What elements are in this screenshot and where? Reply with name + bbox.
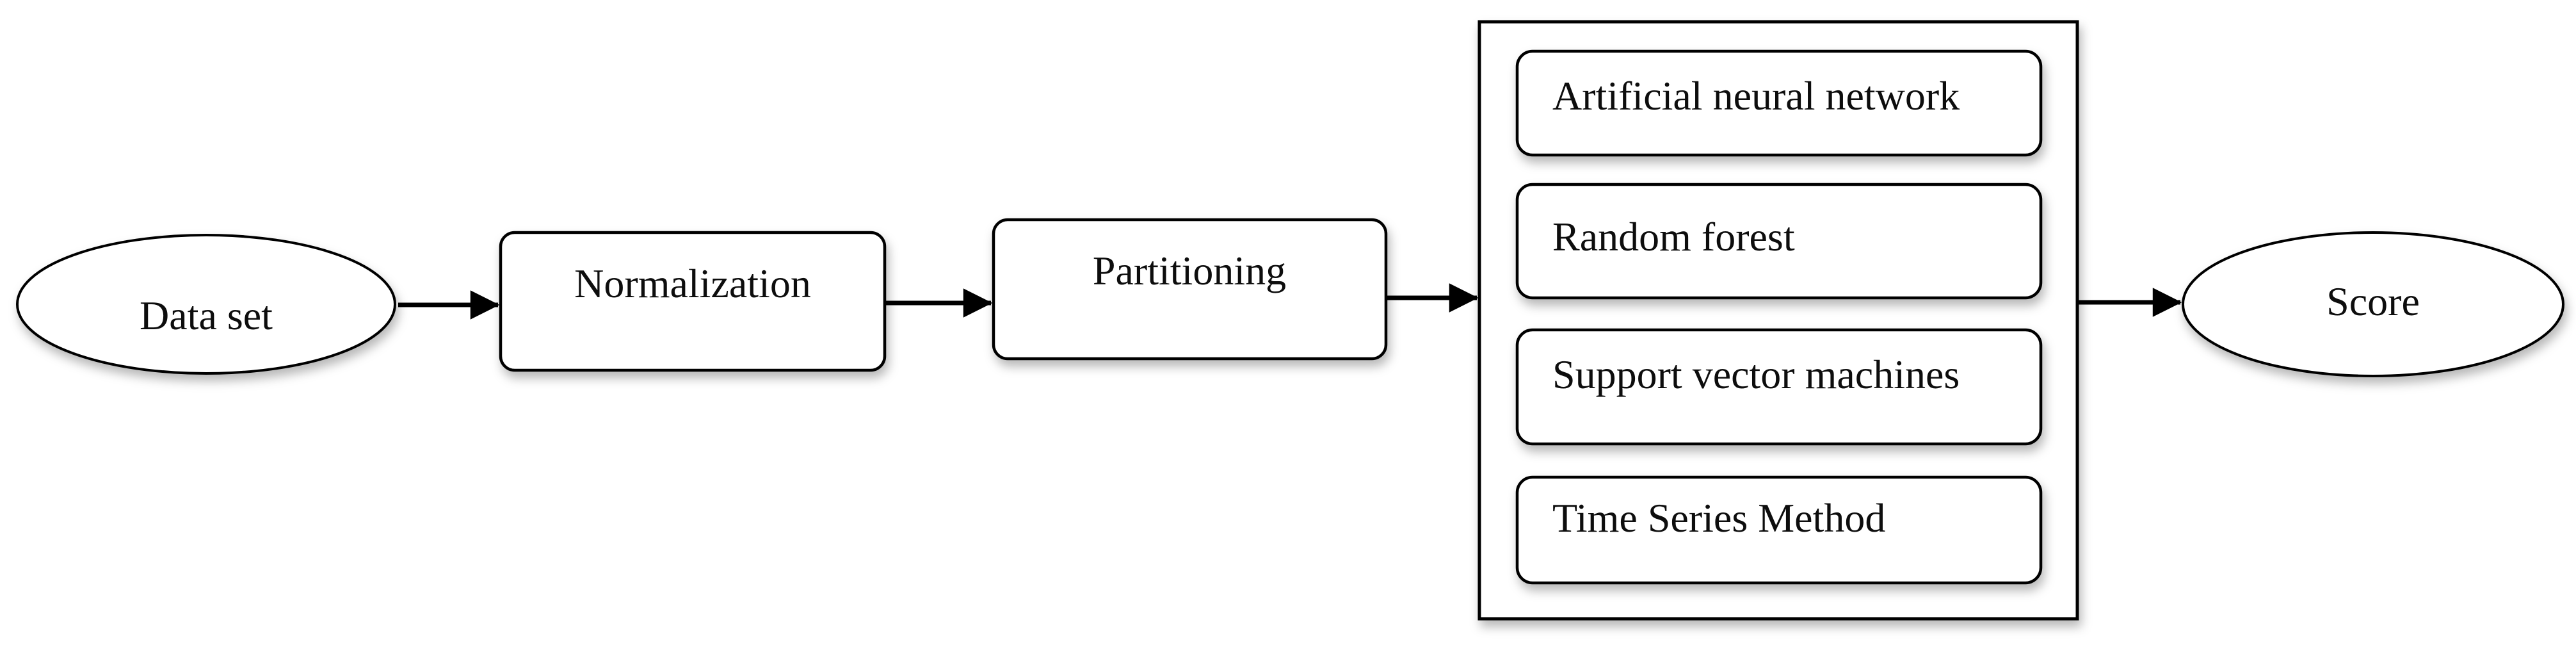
partitioning-box [992, 218, 1388, 361]
partitioning-label: Partitioning [1093, 248, 1286, 293]
method-box-time-series-method [1515, 475, 2043, 585]
dataset-label: Data set [140, 293, 273, 338]
method-label-random-forest: Random forest [1552, 214, 1795, 259]
dataset-ellipse [16, 234, 396, 375]
method-label-time-series-method: Time Series Method [1552, 495, 1885, 541]
score-ellipse [2182, 231, 2564, 377]
method-box-random-forest [1515, 183, 2043, 300]
method-label-support-vector-machines: Support vector machines [1552, 352, 1960, 397]
normalization-label: Normalization [574, 261, 811, 306]
method-box-artificial-neural-network [1515, 49, 2043, 157]
normalization-box [499, 231, 887, 372]
method-label-artificial-neural-network: Artificial neural network [1552, 73, 1960, 119]
score-label: Score [2326, 279, 2420, 324]
method-box-support-vector-machines [1515, 328, 2043, 446]
